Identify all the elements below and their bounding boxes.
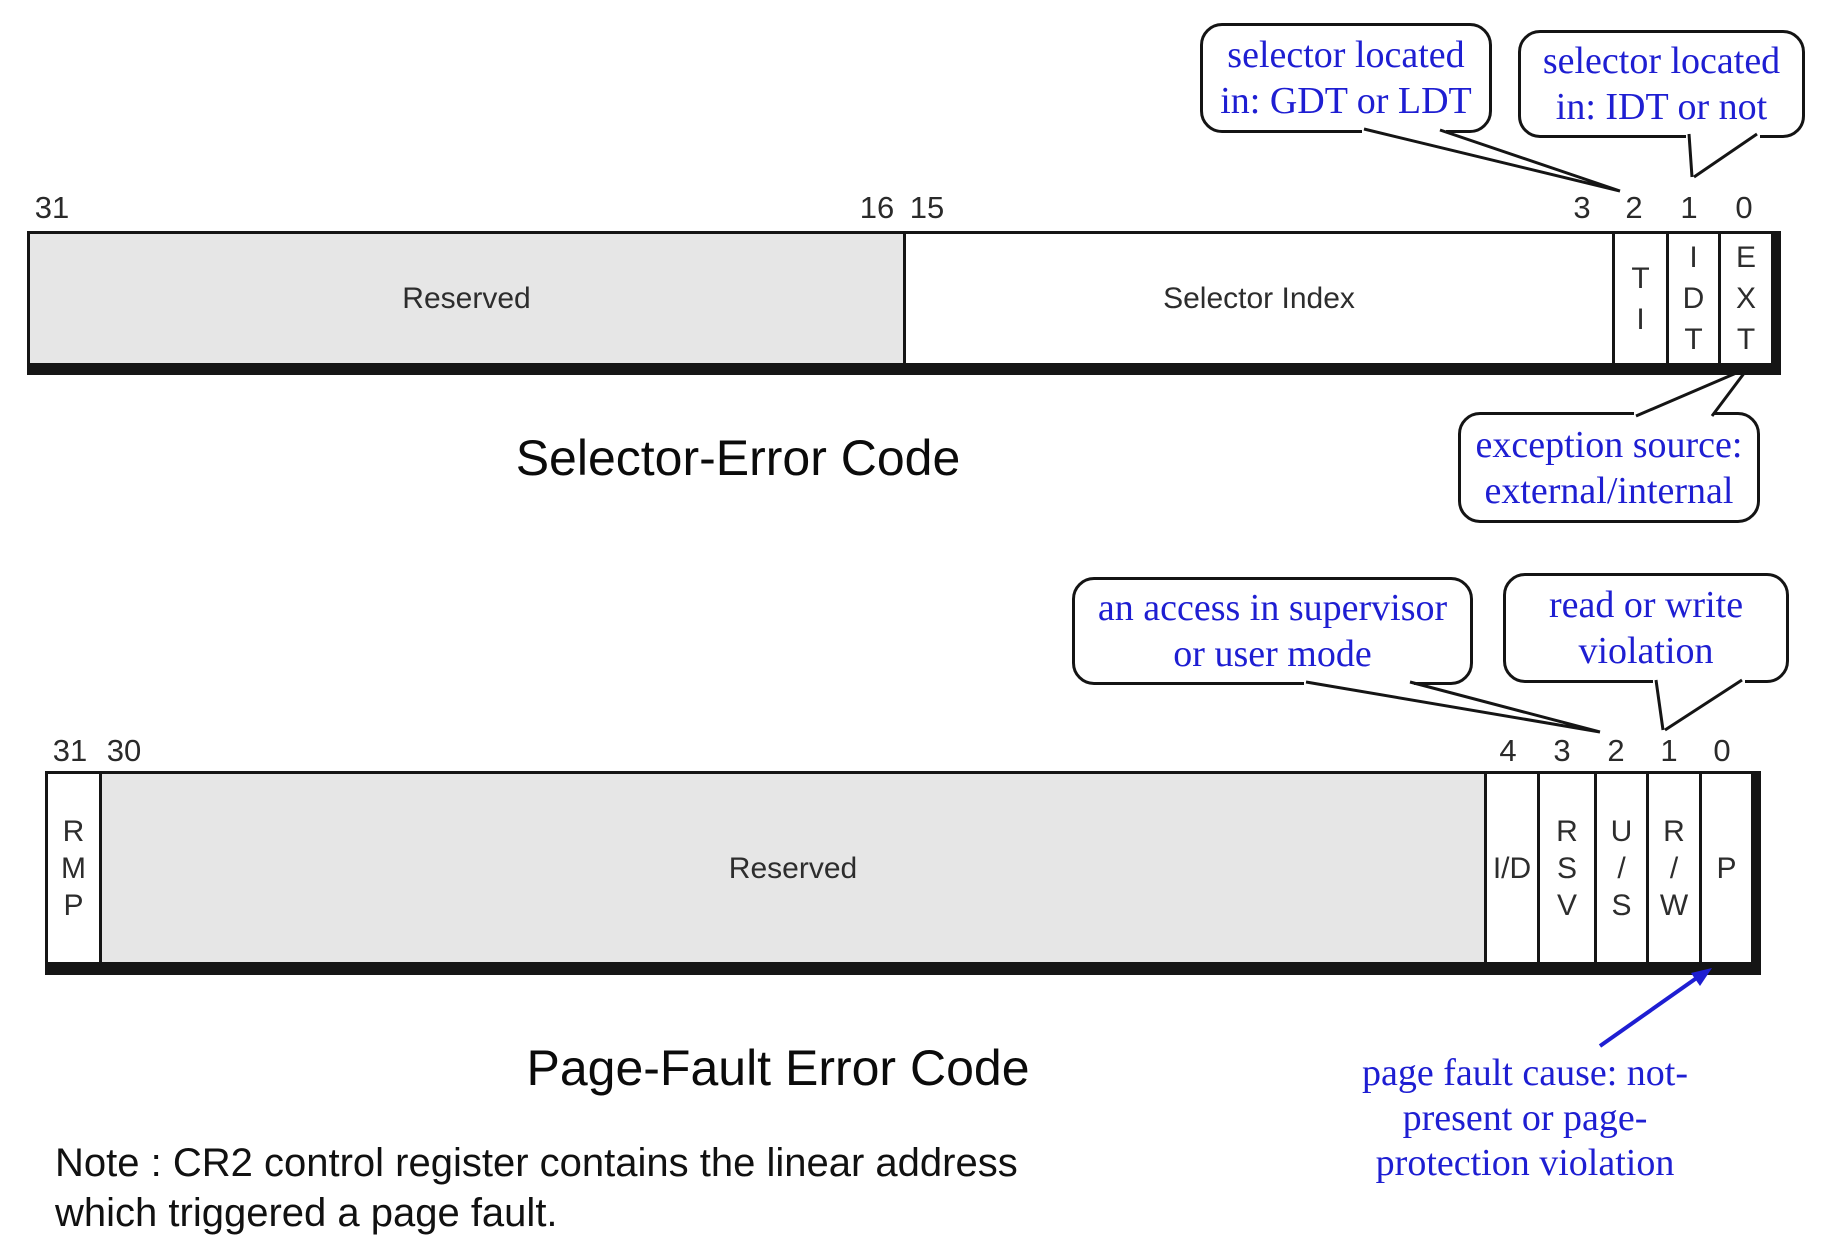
selector-error-register: Reserved Selector Index T I I D T E X T xyxy=(27,231,1781,375)
field-reserved2: Reserved xyxy=(99,774,1484,962)
field-ti: T I xyxy=(1612,234,1666,363)
field-selector-index: Selector Index xyxy=(903,234,1612,363)
field-rsv: R S V xyxy=(1537,774,1594,962)
selector-error-title: Selector-Error Code xyxy=(515,430,961,486)
reg1-bit-15: 15 xyxy=(909,190,945,225)
page-fault-register: R M P Reserved I/D R S V U / S R / W P xyxy=(45,771,1761,975)
callout-page-fault-cause: page fault cause: not- present or page- … xyxy=(1361,1052,1689,1184)
callout-ti-gdt-ldt: selector located in: GDT or LDT xyxy=(1200,23,1492,133)
callout-supervisor-user-mode: an access in supervisor or user mode xyxy=(1072,577,1473,685)
page-fault-title: Page-Fault Error Code xyxy=(526,1040,1030,1096)
field-reserved: Reserved xyxy=(30,234,903,363)
reg1-bit-1: 1 xyxy=(1680,190,1698,225)
cr2-note: Note : CR2 control register contains the… xyxy=(55,1141,1018,1235)
reg1-bit-16: 16 xyxy=(859,190,895,225)
reg2-bit-3: 3 xyxy=(1553,733,1571,768)
field-us: U / S xyxy=(1594,774,1646,962)
reg2-bit-0: 0 xyxy=(1713,733,1731,768)
page-fault-cause-arrow-icon xyxy=(1598,968,1712,1048)
reg1-bit-31: 31 xyxy=(34,190,70,225)
field-idt: I D T xyxy=(1666,234,1718,363)
reg2-bit-31: 31 xyxy=(52,733,88,768)
field-rmp: R M P xyxy=(48,774,99,962)
field-id: I/D xyxy=(1484,774,1537,962)
field-rw: R / W xyxy=(1646,774,1699,962)
tail-us-callout xyxy=(1304,678,1601,734)
reg2-bit-4: 4 xyxy=(1499,733,1517,768)
callout-read-write-violation: read or write violation xyxy=(1503,573,1789,683)
reg1-bit-2: 2 xyxy=(1625,190,1643,225)
field-p: P xyxy=(1699,774,1751,962)
reg1-bit-3: 3 xyxy=(1573,190,1591,225)
tail-rw-callout xyxy=(1653,676,1745,732)
reg1-bit-0: 0 xyxy=(1735,190,1753,225)
reg2-bit-30: 30 xyxy=(106,733,142,768)
reg2-bit-2: 2 xyxy=(1607,733,1625,768)
callout-idt-or-not: selector located in: IDT or not xyxy=(1518,30,1805,138)
reg2-bit-1: 1 xyxy=(1660,733,1678,768)
callout-exception-source: exception source: external/internal xyxy=(1458,412,1760,523)
field-ext: E X T xyxy=(1718,234,1771,363)
